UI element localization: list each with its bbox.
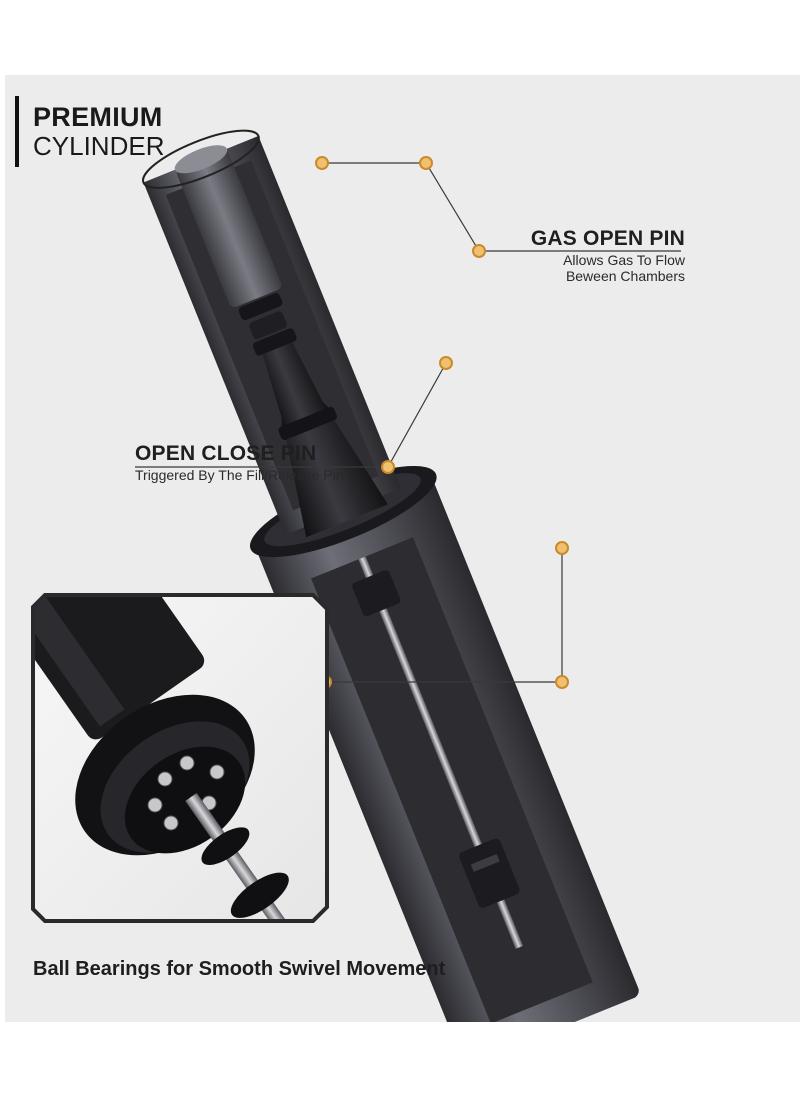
openclose-pin-dot xyxy=(439,356,453,370)
open-close-pin-callout: OPEN CLOSE PIN Triggered By The Fill/Rel… xyxy=(135,441,344,483)
open-close-pin-title: OPEN CLOSE PIN xyxy=(135,442,317,465)
ball-bearing-inset xyxy=(31,593,329,923)
product-panel: PREMIUM CYLINDER GAS OPEN PIN Allows Gas… xyxy=(5,75,800,1022)
gas-open-pin-desc-1: Allows Gas To Flow xyxy=(563,252,685,268)
brand-title: PREMIUM xyxy=(33,102,163,132)
gas-cylinder xyxy=(142,129,639,1022)
gas-open-pin-callout: GAS OPEN PIN Allows Gas To Flow Beween C… xyxy=(531,226,685,284)
gas-pin-dot-top xyxy=(315,156,329,170)
gas-open-pin-desc-2: Beween Chambers xyxy=(565,268,685,284)
brand-heading: PREMIUM CYLINDER xyxy=(15,96,164,167)
brand-subtitle: CYLINDER xyxy=(33,131,165,161)
gas-open-pin-title: GAS OPEN PIN xyxy=(530,227,685,250)
bearing-dot-top xyxy=(555,541,569,555)
inset-caption: Ball Bearings for Smooth Swivel Movement xyxy=(33,958,446,980)
open-close-pin-desc: Triggered By The Fill/Release Pin xyxy=(135,467,344,483)
gas-pin-dot-label xyxy=(472,244,486,258)
cylinder-illustration xyxy=(31,129,681,1022)
